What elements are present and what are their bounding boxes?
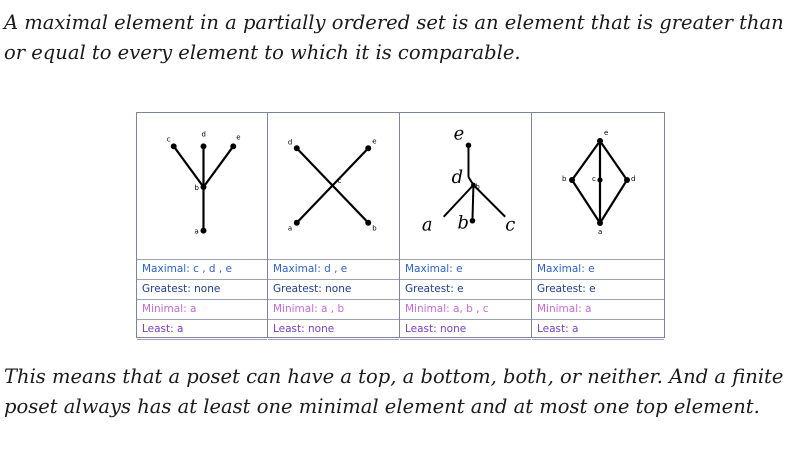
least-row: Least: none (268, 319, 399, 340)
maximal-row: Maximal: e (532, 259, 664, 279)
least-row: Least: a (137, 319, 267, 340)
outro-paragraph: This means that a poset can have a top, … (4, 365, 784, 418)
node-label: d (202, 130, 206, 138)
hasse-diagram-1: c d e b a (167, 130, 241, 236)
node-label: c (167, 135, 171, 143)
node-label: b (475, 183, 480, 191)
hasse-diagram-4: e b c d a (562, 129, 635, 236)
node-label: e (454, 123, 465, 144)
node-label: d (452, 167, 463, 188)
node-label: e (372, 137, 376, 145)
poset-column-1: c d e b a Maximal: c , d , e Greatest: n… (137, 113, 268, 340)
node-label: a (598, 228, 602, 236)
poset-figure: c d e b a Maximal: c , d , e Greatest: n… (136, 112, 665, 340)
node-label: a (288, 225, 292, 233)
minimal-row: Minimal: a (532, 299, 664, 319)
minimal-row: Minimal: a , b (268, 299, 399, 319)
maximal-row: Maximal: d , e (268, 259, 399, 279)
node-label: d (631, 175, 635, 183)
node-label: c (592, 175, 596, 183)
intro-paragraph: A maximal element in a partially ordered… (4, 11, 784, 64)
minimal-row: Minimal: a, b , c (400, 299, 531, 319)
node-label: d (288, 138, 292, 146)
node-label: c (505, 215, 515, 236)
greatest-row: Greatest: e (532, 279, 664, 299)
node-label: e (236, 133, 240, 141)
node-label: b (195, 184, 200, 192)
poset-column-3: e d b a c b Maximal: e Greatest: e Minim… (400, 113, 532, 340)
poset-column-2: d e c a b Maximal: d , e Greatest: none … (268, 113, 400, 340)
node-label: b (458, 213, 469, 234)
node-label: e (604, 129, 608, 137)
hasse-diagram-3: e d b a c b (422, 123, 515, 236)
node-label: b (562, 175, 567, 183)
node-label: c (337, 177, 341, 185)
greatest-row: Greatest: none (137, 279, 267, 299)
minimal-row: Minimal: a (137, 299, 267, 319)
node-label: b (372, 225, 377, 233)
least-row: Least: none (400, 319, 531, 340)
maximal-row: Maximal: c , d , e (137, 259, 267, 279)
node-label: a (195, 228, 199, 236)
poset-column-4: e b c d a Maximal: e Greatest: e Minimal… (532, 113, 664, 340)
maximal-row: Maximal: e (400, 259, 531, 279)
hasse-diagram-2: d e c a b (288, 137, 377, 233)
least-row: Least: a (532, 319, 664, 340)
greatest-row: Greatest: none (268, 279, 399, 299)
node-label: a (422, 215, 433, 236)
greatest-row: Greatest: e (400, 279, 531, 299)
